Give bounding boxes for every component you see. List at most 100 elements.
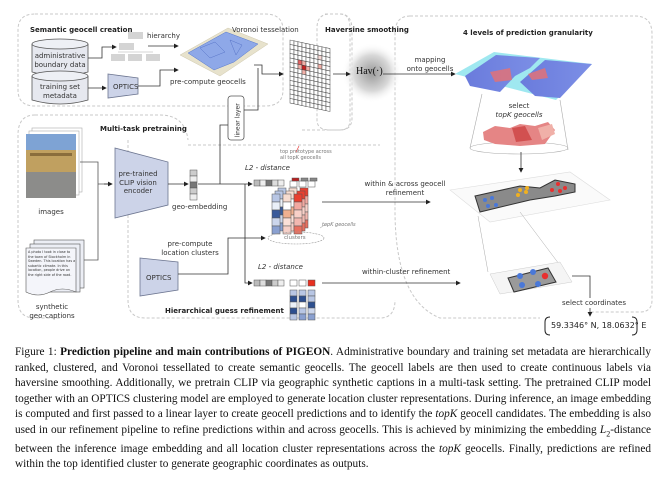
topk-pointer	[319, 223, 327, 229]
topk-geocells-cube-label: topK geocells	[322, 222, 356, 228]
embedding-cell	[189, 175, 198, 183]
embedding-cell	[189, 169, 198, 177]
coords-bracket-left	[544, 316, 551, 336]
grid-cell	[313, 103, 319, 110]
cluster-cell	[307, 289, 316, 297]
prototype-cell	[298, 279, 307, 287]
cluster-plane	[449, 171, 611, 223]
granularity-box	[410, 15, 653, 313]
cube-cell	[282, 225, 292, 235]
l2-distance-top-label: L2 - distance	[245, 164, 290, 172]
cluster-cube	[271, 187, 309, 235]
vector-cell	[259, 179, 267, 187]
embedding-cell	[189, 187, 198, 195]
arrow-admin-hierarchy	[88, 44, 117, 59]
vector-cell	[271, 279, 279, 287]
haversine-kernel	[342, 43, 402, 103]
cube-cell	[271, 209, 281, 219]
topk-frustum	[469, 93, 569, 151]
vector-cell	[271, 179, 279, 187]
arrow-inputs-clip	[80, 161, 112, 261]
cube-cell	[282, 209, 292, 219]
hierarchy-icon	[111, 32, 160, 61]
cluster-cell	[289, 289, 298, 297]
prototype-vectors	[289, 177, 318, 188]
caption-topk-2: topK	[439, 442, 461, 455]
section-title-voronoi: Voronoi tesselation	[232, 26, 299, 34]
clusters-label: clusters	[284, 235, 306, 241]
caption-l2: L	[599, 423, 607, 436]
clip-encoder-shape	[114, 147, 169, 219]
l2-top-vector	[253, 179, 285, 187]
hav-function-label: Hav(·)	[356, 66, 383, 77]
arrow-detail-coords	[572, 275, 591, 298]
caption-text-1: . Administrative boundary and training s…	[15, 346, 651, 421]
cluster-cell	[289, 301, 298, 309]
cube-cell	[293, 209, 303, 219]
label-grid	[289, 39, 331, 112]
vector-cell	[253, 279, 261, 287]
section-title-multitask: Multi-task pretraining	[100, 125, 187, 133]
cube-cell	[282, 193, 292, 203]
section-title-haversine: Haversine smoothing	[325, 26, 409, 34]
cluster-cell	[298, 307, 307, 315]
l2-distance-bottom-label: L2 - distance	[258, 263, 303, 271]
optics-bottom-shape	[139, 257, 179, 297]
cube-cell	[271, 193, 281, 203]
grid-cell	[309, 102, 315, 109]
arrow-map-grid	[254, 64, 284, 77]
cube-cell	[293, 201, 303, 211]
cube-cell	[293, 225, 303, 235]
prototype-top	[300, 177, 309, 182]
arrow-linear-up	[244, 68, 259, 111]
select-coordinates-label: select coordinates	[562, 299, 627, 307]
caption-text-4: geocells. Finally, predictions are refin…	[15, 442, 651, 471]
granularity-box-left	[394, 15, 540, 319]
grid-cell	[317, 104, 323, 111]
multitask-box	[17, 114, 189, 319]
topk-geocells-shapes	[483, 122, 555, 146]
zoom-lines	[477, 211, 566, 273]
section-title-semantic: Semantic geocell creation	[30, 26, 133, 34]
grid-cell	[301, 100, 307, 107]
semantic-geocell-box	[17, 13, 284, 107]
hierarchy-label: hierarchy	[147, 32, 181, 40]
prototype-cell	[298, 180, 307, 188]
vector-cell	[253, 179, 261, 187]
cluster-cell	[298, 295, 307, 303]
grid-cell	[289, 98, 295, 105]
arrow-optics-map	[138, 67, 179, 87]
caption-text-2: geocell candidates. The embedding is als…	[15, 408, 651, 436]
admin-data-cylinder	[31, 38, 89, 77]
prototype-top	[291, 177, 300, 182]
grid-cell	[305, 101, 311, 108]
arrow-embedding-linear	[219, 124, 228, 184]
vector-cell	[265, 279, 273, 287]
arrow-embedding-l2-bottom	[244, 184, 253, 286]
vector-cell	[265, 179, 273, 187]
cluster-cell	[298, 313, 307, 321]
coordinates-output: 59.3346° N, 18.0632° E	[551, 321, 647, 330]
cluster-columns	[289, 289, 316, 321]
caption-label: Figure 1:	[15, 346, 61, 358]
cluster-cell	[307, 313, 316, 321]
clusters-ellipse	[267, 231, 325, 245]
cube-cell	[282, 217, 292, 227]
grid-cell	[293, 99, 299, 106]
prototype-top	[309, 177, 318, 182]
pipeline-figure: Semantic geocell creation Voronoi tessel…	[17, 13, 653, 336]
caption-title: Prediction pipeline and main contributio…	[60, 346, 331, 358]
cluster-cell	[298, 301, 307, 309]
optics-top-shape	[107, 73, 139, 99]
cube-cell	[271, 217, 281, 227]
cluster-cell	[298, 289, 307, 297]
linear-layer-box	[227, 95, 245, 141]
section-title-granularity: 4 levels of prediction granularity	[463, 29, 593, 37]
embedding-cell	[189, 181, 198, 189]
